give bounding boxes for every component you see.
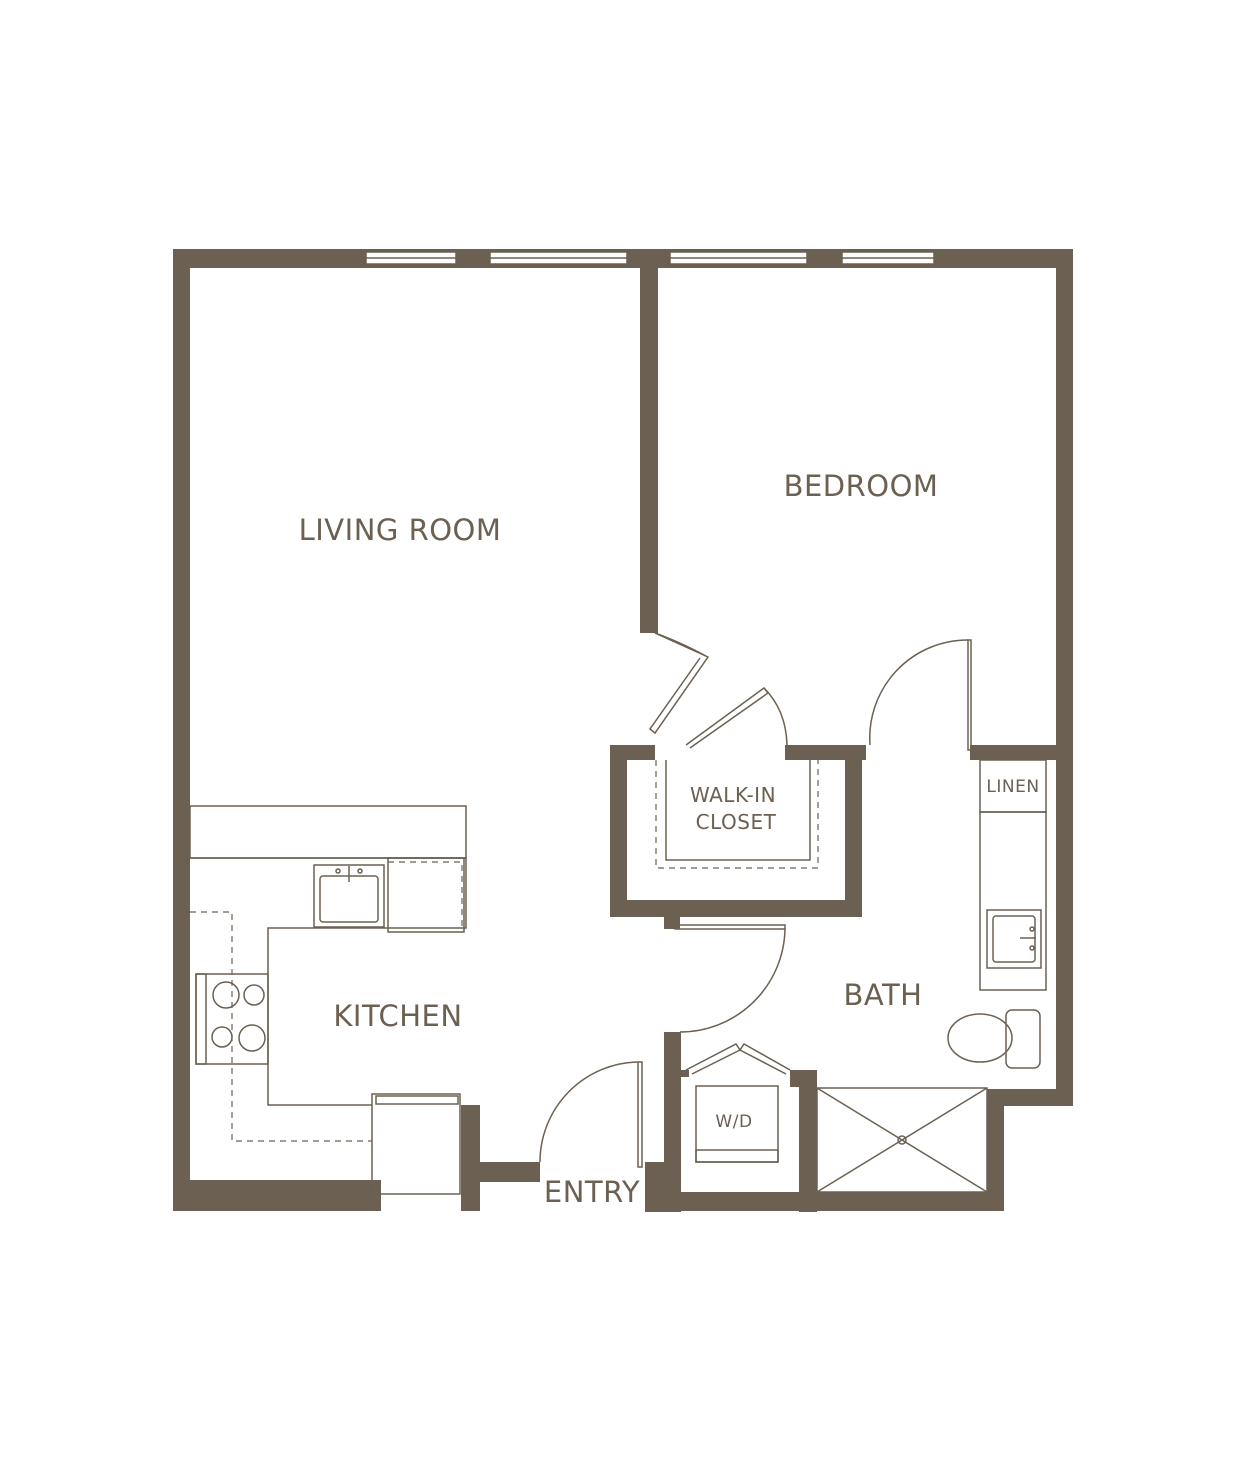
- walk-in-closet-label-line2: CLOSET: [696, 810, 777, 834]
- room-labels: LIVING ROOM BEDROOM WALK-IN CLOSET LINEN…: [299, 469, 1039, 1209]
- entry-label: ENTRY: [544, 1175, 640, 1209]
- toilet-icon: [947, 1009, 1041, 1069]
- wd-stub-left: [681, 1070, 689, 1077]
- kitchen-corner-wall: [461, 1105, 480, 1211]
- bedroom-label: BEDROOM: [784, 469, 939, 503]
- entry-right-jamb: [645, 1162, 665, 1212]
- bath-fixtures: [695, 759, 1047, 1193]
- west-wall: [173, 249, 190, 1211]
- closet-shelving: [655, 760, 819, 869]
- sink-icon: [986, 909, 1042, 969]
- refrigerator: [371, 1093, 461, 1195]
- south-wall-bath: [664, 1192, 1004, 1211]
- washer-dryer-label: W/D: [715, 1112, 752, 1132]
- interior-walls: [461, 249, 1073, 1212]
- stove-icon: [195, 973, 269, 1065]
- living-room-label: LIVING ROOM: [299, 513, 502, 547]
- south-wall-kitchen: [173, 1180, 381, 1211]
- east-jog-wall: [1003, 1089, 1073, 1106]
- window-icon: [365, 251, 935, 265]
- washer-dryer-icon: [695, 1085, 779, 1163]
- sink-icon: [313, 864, 385, 928]
- closet-east-wall: [845, 745, 862, 917]
- wd-shower-wall: [799, 1070, 817, 1212]
- vanity-counter: [979, 811, 1047, 991]
- entry-left-wall: [480, 1162, 540, 1182]
- closet-south-wall: [610, 900, 862, 917]
- door-swing-icon: [539, 632, 972, 1168]
- dishwasher: [387, 857, 465, 933]
- walk-in-closet-label-line1: WALK-IN: [690, 783, 776, 807]
- shower-icon: [816, 1087, 988, 1193]
- kitchen-fixtures: [189, 805, 467, 1195]
- bath-west-wall: [664, 1032, 681, 1212]
- bath-door-jamb: [664, 917, 680, 929]
- linen-top-wall: [970, 745, 1073, 760]
- east-wall: [1056, 249, 1073, 1106]
- closet-west-wall: [610, 745, 627, 917]
- living-bedroom-wall: [640, 249, 658, 633]
- kitchen-island-counter: [189, 805, 467, 859]
- bath-label: BATH: [843, 978, 922, 1012]
- linen-label: LINEN: [986, 777, 1039, 797]
- kitchen-label: KITCHEN: [333, 999, 462, 1033]
- exterior-walls: [173, 249, 1073, 1211]
- bath-east-wall: [987, 1089, 1004, 1211]
